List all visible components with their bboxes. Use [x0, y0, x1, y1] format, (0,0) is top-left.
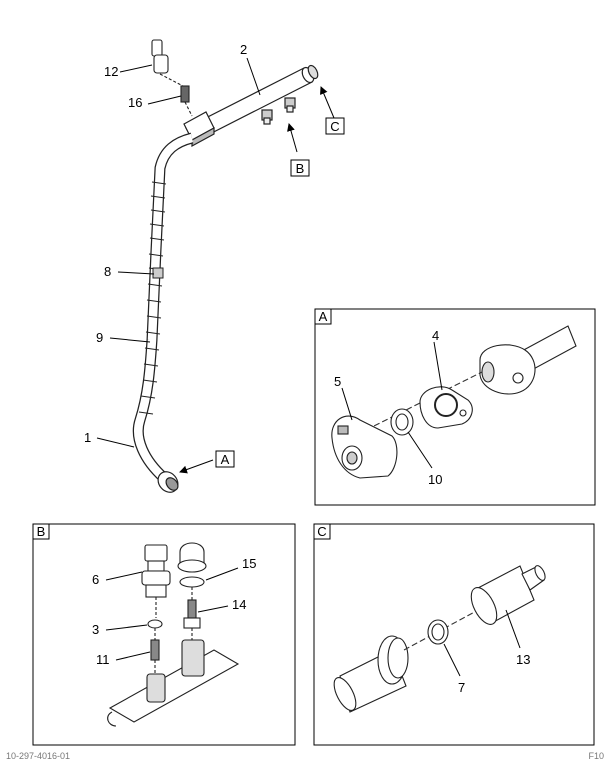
detail-ref-c-main: C [325, 117, 345, 135]
callout-7: 7 [458, 680, 465, 695]
callout-1: 1 [84, 430, 91, 445]
footer-left: 10-297-4016-01 [6, 751, 71, 761]
svg-text:C: C [330, 119, 339, 134]
callout-5: 5 [334, 374, 341, 389]
callout-11: 11 [96, 652, 110, 667]
detail-a-panel: A 4 5 10 [314, 308, 596, 506]
footer-right: F10 [588, 751, 604, 761]
callout-8: 8 [104, 264, 111, 279]
callout-6: 6 [92, 572, 99, 587]
detail-c-panel: C 7 13 [313, 523, 595, 746]
callout-4: 4 [432, 328, 439, 343]
banjo-bolt [180, 85, 193, 117]
svg-text:A: A [319, 309, 328, 324]
detail-ref-a-main: A [215, 450, 235, 468]
callout-10: 10 [428, 472, 442, 487]
svg-text:C: C [317, 524, 326, 539]
fuel-rail-tube [183, 64, 319, 148]
main-assembly [132, 39, 319, 493]
main-callouts: 12 16 2 8 9 1 [84, 42, 247, 445]
detail-ref-b-main: B [290, 159, 310, 177]
callout-14: 14 [232, 597, 246, 612]
callout-13: 13 [516, 652, 530, 667]
callout-12: 12 [104, 64, 118, 79]
fuel-hose-line [132, 132, 194, 493]
svg-text:A: A [221, 452, 230, 467]
svg-text:B: B [296, 161, 305, 176]
callout-9: 9 [96, 330, 103, 345]
main-leaders [96, 57, 335, 474]
svg-text:B: B [37, 524, 46, 539]
callout-16: 16 [128, 95, 142, 110]
banjo-fitting [151, 39, 184, 87]
callout-15: 15 [242, 556, 256, 571]
callout-2: 2 [240, 42, 247, 57]
detail-b-panel: B [32, 523, 296, 746]
callout-3: 3 [92, 622, 99, 637]
